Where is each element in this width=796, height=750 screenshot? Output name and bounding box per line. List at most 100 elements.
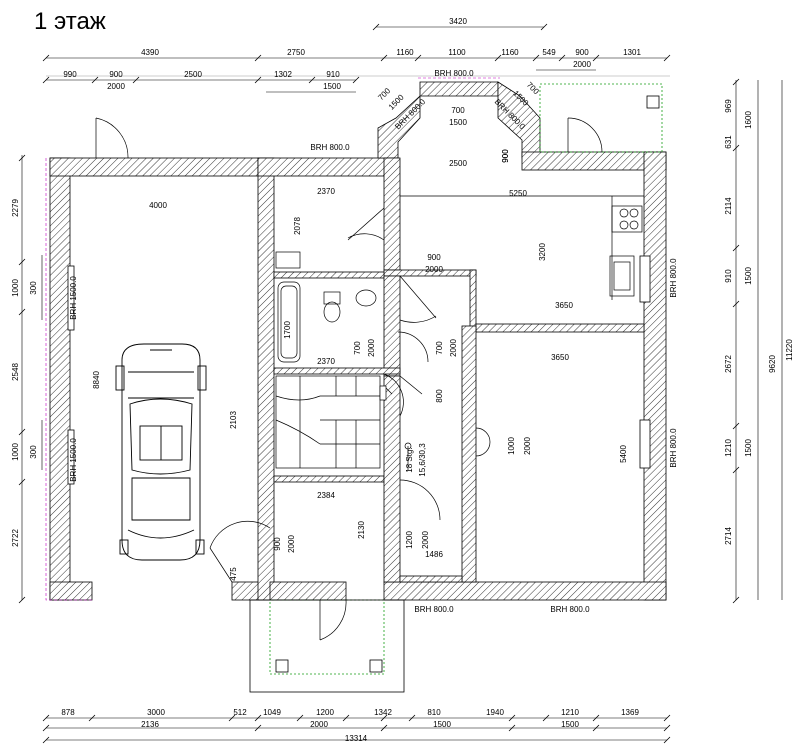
toilet (323, 291, 341, 305)
window-label: BRH 800.0 (550, 605, 590, 614)
dimension-label: 2103 (229, 411, 238, 429)
dimension-ticks (18, 23, 740, 744)
dimension-label: 1049 (263, 708, 281, 717)
dimension-label: 4000 (149, 201, 167, 210)
dimension-label: 700 (525, 80, 541, 96)
dimension-label: 3650 (551, 353, 569, 362)
dimension-label: 900 (109, 70, 123, 79)
dimension-label: 878 (61, 708, 75, 717)
kitchen-sink (609, 255, 635, 297)
dimension-label: 900 (575, 48, 589, 57)
porch-outlines (45, 77, 663, 693)
windows (67, 255, 651, 485)
dimension-label: 910 (326, 70, 340, 79)
dimension-label: 1486 (425, 550, 443, 559)
dimension-label: 300 (29, 445, 38, 459)
doors (95, 117, 603, 641)
dimension-label: 2750 (287, 48, 305, 57)
dimension-label: 1000 (11, 443, 20, 461)
dimension-label: 700 (376, 86, 392, 102)
dimension-label: 2370 (317, 357, 335, 366)
window-label: BRH 800.0 (310, 143, 350, 152)
dimension-label: 2370 (317, 187, 335, 196)
dimension-label: 900 (501, 149, 510, 163)
dimension-label: 9620 (768, 355, 777, 373)
dimension-label: 2078 (293, 217, 302, 235)
dimension-label: 2000 (523, 437, 532, 455)
dimension-label: 1500 (744, 267, 753, 285)
dimension-label: 1940 (486, 708, 504, 717)
dimension-label: 1200 (316, 708, 334, 717)
window-label: BRH 800.0 (669, 258, 678, 298)
window-label: BRH 800.0 (669, 428, 678, 468)
dimension-label: 13314 (345, 734, 368, 743)
dimension-label: 2000 (287, 535, 296, 553)
dimension-label: 512 (233, 708, 247, 717)
dimension-label: 2672 (724, 355, 733, 373)
dimension-label: 1160 (396, 48, 414, 57)
dimension-label: 300 (29, 281, 38, 295)
dimension-label: 475 (229, 567, 238, 581)
window-label: BRH 1500.0 (69, 276, 78, 320)
dimension-label: 969 (724, 99, 733, 113)
dimension-label: 1160 (501, 48, 519, 57)
dimension-label: 1000 (507, 437, 516, 455)
dimension-label: 900 (501, 149, 510, 163)
dimension-label: 2000 (367, 339, 376, 357)
dimension-label: 2500 (184, 70, 202, 79)
dimension-label: 2130 (357, 521, 366, 539)
dimension-label: 5250 (509, 189, 527, 198)
dimension-label: 549 (542, 48, 556, 57)
dimension-label: 1210 (561, 708, 579, 717)
dimension-label: 3420 (449, 17, 467, 26)
car (115, 343, 207, 561)
dimension-label: 15,6/30,3 (418, 443, 427, 477)
dimension-label: 1301 (623, 48, 641, 57)
dimension-label: 700 (353, 341, 362, 355)
dimension-label: 1500 (433, 720, 451, 729)
dimension-label: 3200 (538, 243, 547, 261)
dimension-label: 2722 (11, 529, 20, 547)
dimension-label: 2000 (107, 82, 125, 91)
window-label: BRH 1500.0 (69, 438, 78, 482)
dimension-label: 2500 (449, 159, 467, 168)
sink (355, 289, 377, 307)
dimension-label: 1200 (405, 531, 414, 549)
window-label: BRH 800.0 (434, 69, 474, 78)
dimension-label: 1600 (744, 111, 753, 129)
dimension-label: 700 (435, 341, 444, 355)
dimension-label: 990 (63, 70, 77, 79)
dimension-label: 2548 (11, 363, 20, 381)
dimension-label: 900 (427, 253, 441, 262)
dimension-label: 2000 (421, 531, 430, 549)
dimension-label: 2384 (317, 491, 335, 500)
dimension-label: 3650 (555, 301, 573, 310)
dimension-label: 4390 (141, 48, 159, 57)
staircase (275, 375, 393, 469)
dimension-label: 2714 (724, 527, 733, 545)
dimension-label: 2114 (724, 197, 733, 215)
bathtub (277, 281, 301, 363)
dimension-label: 2136 (141, 720, 159, 729)
dimension-label: 1500 (449, 118, 467, 127)
dimension-label: 1210 (724, 439, 733, 457)
dimension-label: 1500 (561, 720, 579, 729)
dimension-label: 910 (724, 269, 733, 283)
dimension-label: 5400 (619, 445, 628, 463)
dimension-label: 2000 (449, 339, 458, 357)
floor-title: 1 этаж (34, 8, 106, 35)
dimension-label: 2000 (310, 720, 328, 729)
dimension-label: 1500 (323, 82, 341, 91)
dimension-lines (21, 26, 783, 741)
fixtures (275, 195, 644, 470)
dimension-label: 810 (427, 708, 441, 717)
dimension-label: 631 (724, 135, 733, 149)
dimension-label: 2000 (573, 60, 591, 69)
dimension-label: 18 Stg. (405, 447, 414, 472)
dimension-label: 1500 (744, 439, 753, 457)
dimension-label: 2000 (425, 265, 443, 274)
dimension-label: 1342 (374, 708, 392, 717)
dimension-label: 1000 (11, 279, 20, 297)
dimension-label: 2279 (11, 199, 20, 217)
